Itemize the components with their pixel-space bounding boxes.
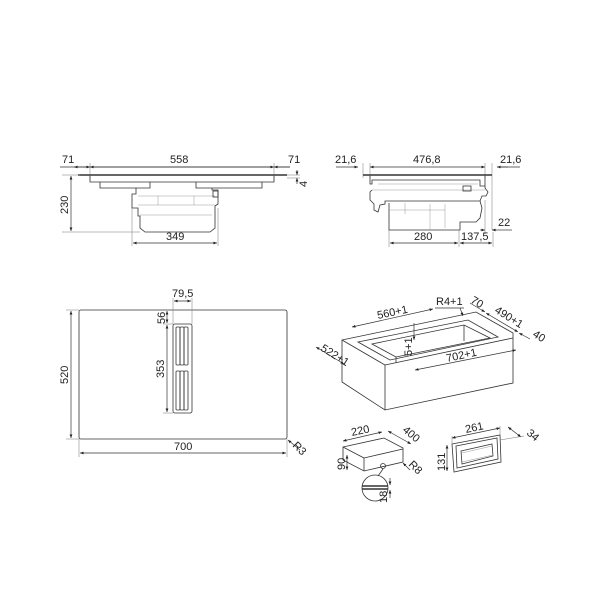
extractor-vent [172, 323, 193, 414]
frame-outline [451, 434, 502, 473]
dim-frame-depth: 34 [524, 427, 541, 444]
dim-right-margin: 71 [288, 154, 300, 166]
dim-rebate-width: 702+1 [445, 347, 478, 365]
dim-duct-depth: 400 [400, 424, 422, 445]
detail-circle [361, 474, 389, 502]
front-side-view: 71 558 71 4 230 349 [59, 154, 310, 246]
dim-lateral-right-margin: 21,6 [500, 154, 521, 166]
dim-total-height: 230 [59, 196, 71, 214]
dim-duct-width: 220 [350, 423, 370, 439]
dim-cut-depth: 490+1 [492, 304, 525, 331]
dim-vent-top-offset: 56 [156, 312, 168, 324]
worktop-box [341, 311, 514, 411]
dim-motor-width: 349 [166, 231, 184, 243]
motor-unit [131, 188, 219, 233]
dim-lateral-width: 476,8 [413, 154, 441, 166]
dim-rebate-depth: 522+1 [318, 342, 351, 369]
top-view: 520 700 R3 79,5 56 353 [59, 288, 308, 458]
dim-vent-width: 79,5 [172, 288, 193, 300]
dim-duct-radius: R8 [406, 459, 424, 477]
dim-lateral-offset: 22 [498, 217, 510, 229]
cutout-opening [370, 324, 492, 358]
dim-width-top: 558 [170, 154, 188, 166]
dim-back-offset: 40 [530, 328, 547, 345]
dim-rebate-height: 5+1 [403, 337, 415, 356]
dim-glass-thickness: 4 [298, 181, 310, 187]
plinth-duct: 220 400 90 R8 18 [336, 423, 424, 503]
dim-left-margin: 71 [62, 154, 74, 166]
hob-outline [78, 309, 288, 440]
dim-hob-width: 700 [174, 441, 192, 453]
dim-cut-radius: R4+1 [436, 296, 463, 308]
dim-duct-height: 90 [336, 458, 348, 470]
lateral-side-view: 21,6 476,8 21,6 22 280 137,5 [335, 154, 521, 247]
duct-box [342, 437, 404, 472]
dim-hob-radius: R3 [290, 440, 308, 458]
dim-front-offset: 70 [468, 294, 485, 311]
lateral-motor [388, 200, 483, 231]
dim-frame-height: 131 [436, 453, 448, 471]
duct-frame: 261 34 131 [436, 420, 541, 473]
cutout-view: 560+1 R4+1 70 490+1 40 5+1 702+1 522+1 [315, 294, 547, 411]
dim-lateral-motor-width: 280 [414, 231, 432, 243]
dim-vent-length: 353 [155, 360, 167, 378]
dim-cut-width: 560+1 [376, 304, 409, 322]
dim-lateral-rear-offset: 137,5 [461, 231, 489, 243]
lateral-body [369, 186, 489, 213]
dim-hob-depth: 520 [59, 366, 71, 384]
dim-frame-width: 261 [464, 420, 484, 436]
dim-duct-detail-gap: 18 [378, 491, 390, 503]
dim-lateral-left-margin: 21,6 [335, 154, 356, 166]
